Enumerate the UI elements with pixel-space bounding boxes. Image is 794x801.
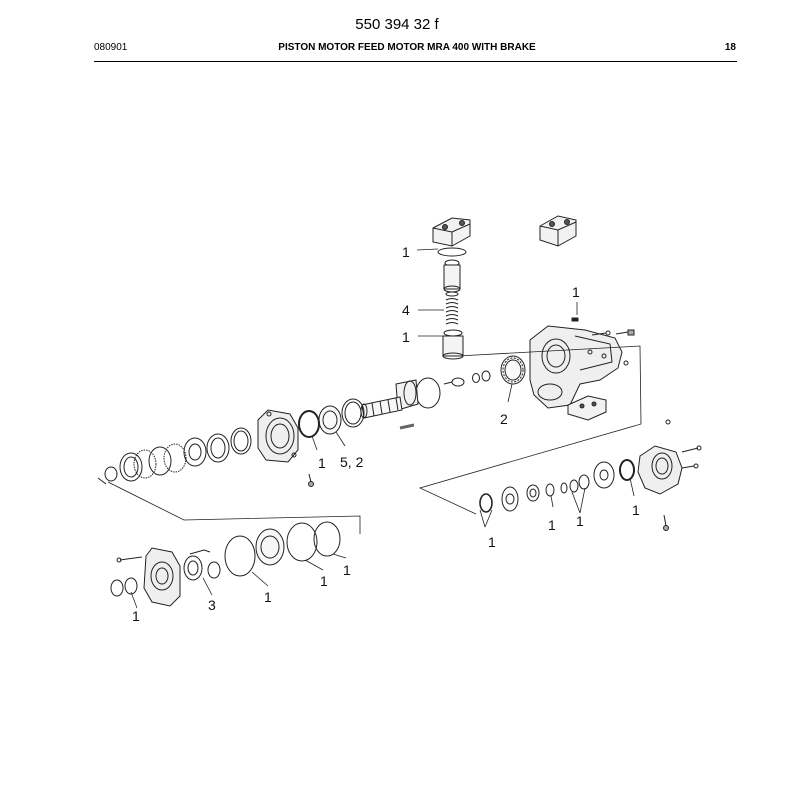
callout-label: 1 bbox=[132, 608, 140, 624]
motor-housing-part bbox=[529, 317, 623, 409]
end-cover-part bbox=[637, 419, 702, 531]
piston-disc-part bbox=[593, 461, 615, 489]
housing-screws-part bbox=[591, 329, 635, 366]
spring-part bbox=[445, 291, 459, 325]
callout-label: 1 bbox=[343, 562, 351, 578]
valve-piston-part bbox=[442, 329, 464, 360]
callout-label: 1 bbox=[318, 455, 326, 471]
callout-label: 1 bbox=[576, 513, 584, 529]
retaining-rings-part bbox=[110, 577, 138, 597]
o-ring-part bbox=[437, 247, 467, 257]
callout-label: 1 bbox=[572, 284, 580, 300]
page-number: 18 bbox=[724, 42, 736, 53]
valve-cover-part bbox=[432, 217, 471, 247]
lower-seals-part bbox=[224, 521, 341, 577]
date-code: 080901 bbox=[94, 42, 128, 53]
valve-plate-part bbox=[501, 486, 519, 512]
brake-disc-stack-part bbox=[97, 427, 252, 485]
callout-label: 1 bbox=[632, 502, 640, 518]
callout-label: 2 bbox=[500, 411, 508, 427]
callout-label: 1 bbox=[548, 517, 556, 533]
o-ring-part-right bbox=[619, 459, 635, 481]
valve-cover-part-2 bbox=[539, 215, 577, 247]
o-ring-part-lower bbox=[479, 493, 493, 513]
small-washers-part bbox=[443, 370, 491, 387]
output-flange-part bbox=[116, 547, 181, 607]
drive-shaft-part bbox=[360, 377, 441, 430]
small-seals-part bbox=[526, 474, 590, 502]
roller-bearing-part bbox=[500, 355, 526, 385]
callout-label: 1 bbox=[264, 589, 272, 605]
callout-label: 3 bbox=[208, 597, 216, 613]
header-rule bbox=[94, 61, 737, 62]
callout-label: 1 bbox=[402, 244, 410, 260]
valve-sleeve-part bbox=[443, 259, 461, 293]
leader-lines bbox=[130, 248, 635, 609]
page-title: PISTON MOTOR FEED MOTOR MRA 400 WITH BRA… bbox=[278, 42, 536, 53]
assembly-lines bbox=[107, 345, 642, 534]
callout-label: 4 bbox=[402, 302, 410, 318]
callout-label: 1 bbox=[402, 329, 410, 345]
brake-cover-part bbox=[567, 395, 607, 421]
seal-rings-part bbox=[298, 398, 365, 438]
brake-housing-part bbox=[257, 409, 314, 487]
needle-bearing-part bbox=[183, 549, 221, 581]
callout-label: 5, 2 bbox=[340, 454, 364, 470]
document-number: 550 394 32 f bbox=[355, 16, 439, 33]
callout-label: 1 bbox=[320, 573, 328, 589]
callout-label: 1 bbox=[488, 534, 496, 550]
